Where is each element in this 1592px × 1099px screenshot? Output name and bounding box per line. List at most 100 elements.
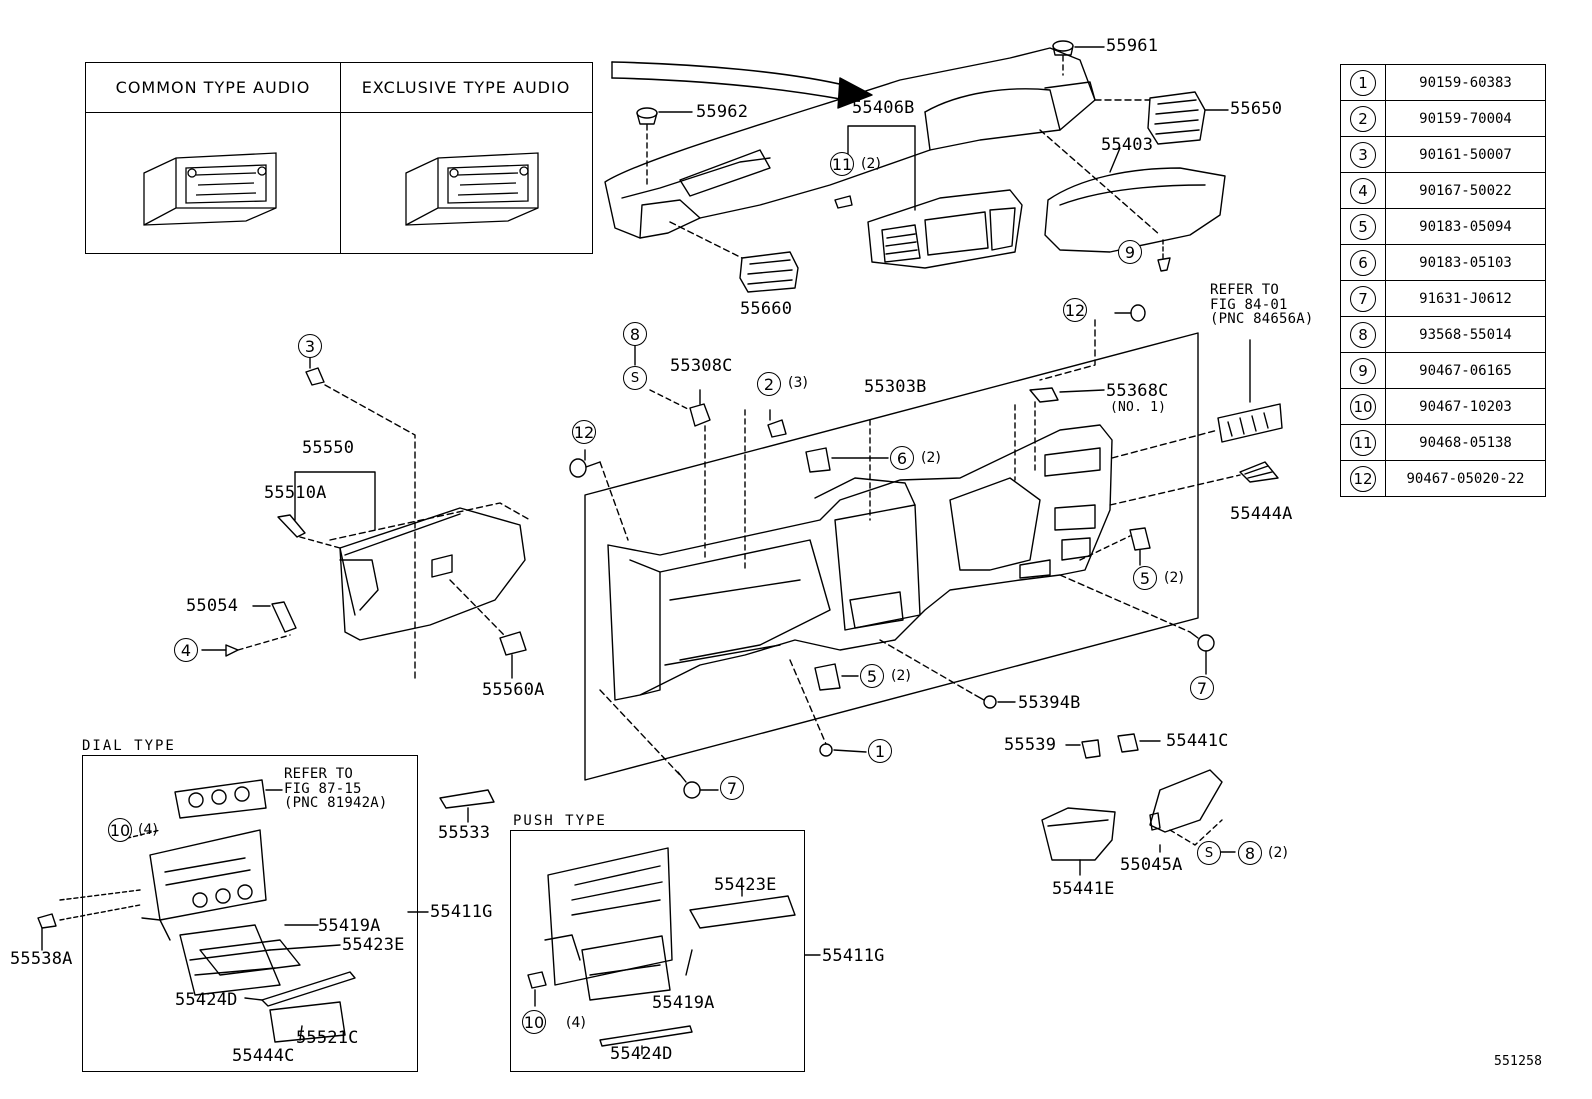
clip-5-right-icon [1129,527,1151,551]
parts-table-part-number: 90468-05138 [1385,424,1546,461]
callout-12-upper: 12 [1063,298,1087,322]
screw-2-icon [767,409,787,438]
parts-table-row: 1 90159-60383 [1340,64,1546,101]
callout-s-lower: S [1197,841,1221,865]
callout-5-right-qty: (2) [1164,570,1184,586]
label-push-55411G: 55411G [822,946,885,966]
screw-3-icon [305,357,325,386]
label-55394B: 55394B [1018,693,1081,713]
parts-table-part-number: 90467-05020-22 [1385,460,1546,497]
parts-table-key: 7 [1340,280,1386,317]
parts-table-key-circle: 9 [1350,357,1376,384]
parts-table-key-circle: 3 [1350,141,1376,168]
parts-table-part-number: 93568-55014 [1385,316,1546,353]
parts-table-key: 5 [1340,208,1386,245]
common-type-audio-header: COMMON TYPE AUDIO [86,63,340,113]
parts-table-key: 1 [1340,64,1386,101]
parts-table-row: 10 90467-10203 [1340,388,1546,425]
parts-table-part-number: 91631-J0612 [1385,280,1546,317]
common-audio-unit-icon [143,152,277,226]
parts-table-part-number: 90467-06165 [1385,352,1546,389]
label-dial-55411G: 55411G [430,902,493,922]
push-type-section [510,830,805,1072]
label-55444A: 55444A [1230,504,1293,524]
parts-table-key-circle: 1 [1350,69,1376,96]
parts-table-row: 12 90467-05020-22 [1340,460,1546,497]
parts-table-key: 8 [1340,316,1386,353]
parts-table-key: 3 [1340,136,1386,173]
callout-5-center-qty: (2) [891,668,911,684]
parts-table-part-number: 90183-05094 [1385,208,1546,245]
cover-55045A-icon [1149,769,1223,853]
lock-55560A-icon [499,631,527,679]
callout-5-center: 5 [860,664,884,688]
push-type-title: PUSH TYPE [513,813,607,829]
parts-table-key-circle: 10 [1350,393,1376,420]
label-55550: 55550 [302,438,355,458]
parts-table-part-number: 90159-70004 [1385,100,1546,137]
cluster-bezel-55403 [1044,167,1226,253]
callout-5-right: 5 [1133,566,1157,590]
label-55368C: 55368C [1106,381,1169,401]
parts-table-key: 6 [1340,244,1386,281]
callout-2: 2 [757,372,781,396]
parts-table-part-number: 90159-60383 [1385,64,1546,101]
dial-type-title: DIAL TYPE [82,738,176,754]
clip-5-center-icon [814,663,859,691]
parts-table-key-circle: 6 [1350,249,1376,276]
clip-55539-icon [1065,739,1101,759]
screw-4-icon [201,644,239,657]
audio-unit-illustrations [143,152,539,226]
pad-55444A-icon [1239,461,1279,483]
label-55406B: 55406B [852,98,915,118]
callout-8-lower-qty: (2) [1268,845,1288,861]
label-55441C: 55441C [1166,731,1229,751]
callout-10-push: 10 [522,1010,546,1034]
screw-7-right-icon [1189,631,1215,675]
label-55560A: 55560A [482,680,545,700]
label-55441E: 55441E [1052,879,1115,899]
callout-8: 8 [623,322,647,346]
callout-7-right: 7 [1190,676,1214,700]
part-55533-icon [439,789,495,823]
bolt-55394B-icon [974,694,1016,709]
label-55403: 55403 [1101,135,1154,155]
label-55368C-sub: (NO. 1) [1110,400,1167,415]
callout-10-dial-qty: (4) [138,822,158,838]
box-55441E-icon [1041,807,1116,876]
label-55045A: 55045A [1120,855,1183,875]
label-push-55419A: 55419A [652,993,715,1013]
callout-3: 3 [298,334,322,358]
callout-2-qty: (3) [788,375,808,391]
audio-type-table: COMMON TYPE AUDIO EXCLUSIVE TYPE AUDIO [85,62,593,254]
parts-table-part-number: 90467-10203 [1385,388,1546,425]
clip-6-icon [805,447,889,473]
callout-4: 4 [174,638,198,662]
label-dial-55424D: 55424D [175,990,238,1010]
label-55650: 55650 [1230,99,1283,119]
parts-table-row: 9 90467-06165 [1340,352,1546,389]
parts-table-key-circle: 8 [1350,321,1376,348]
screw-9-icon [1157,239,1171,272]
screw-12-upper-icon [1114,304,1146,322]
label-dial-55423E: 55423E [342,935,405,955]
refer-note-87: REFER TO FIG 87-15 (PNC 81942A) [284,766,388,812]
label-push-55423E: 55423E [714,875,777,895]
clip-55368C-icon [1029,387,1105,403]
label-55660: 55660 [740,299,793,319]
label-dial-55419A: 55419A [318,916,381,936]
callout-7-lower: 7 [720,776,744,800]
label-55303B: 55303B [864,377,927,397]
label-push-55424D: 55424D [610,1044,673,1064]
parts-table-row: 2 90159-70004 [1340,100,1546,137]
parts-table-key-circle: 12 [1350,465,1376,492]
label-55961: 55961 [1106,36,1159,56]
parts-table-key-circle: 2 [1350,105,1376,132]
callout-s-upper: S [623,366,647,390]
dashboard-upper-panel [604,47,1096,239]
